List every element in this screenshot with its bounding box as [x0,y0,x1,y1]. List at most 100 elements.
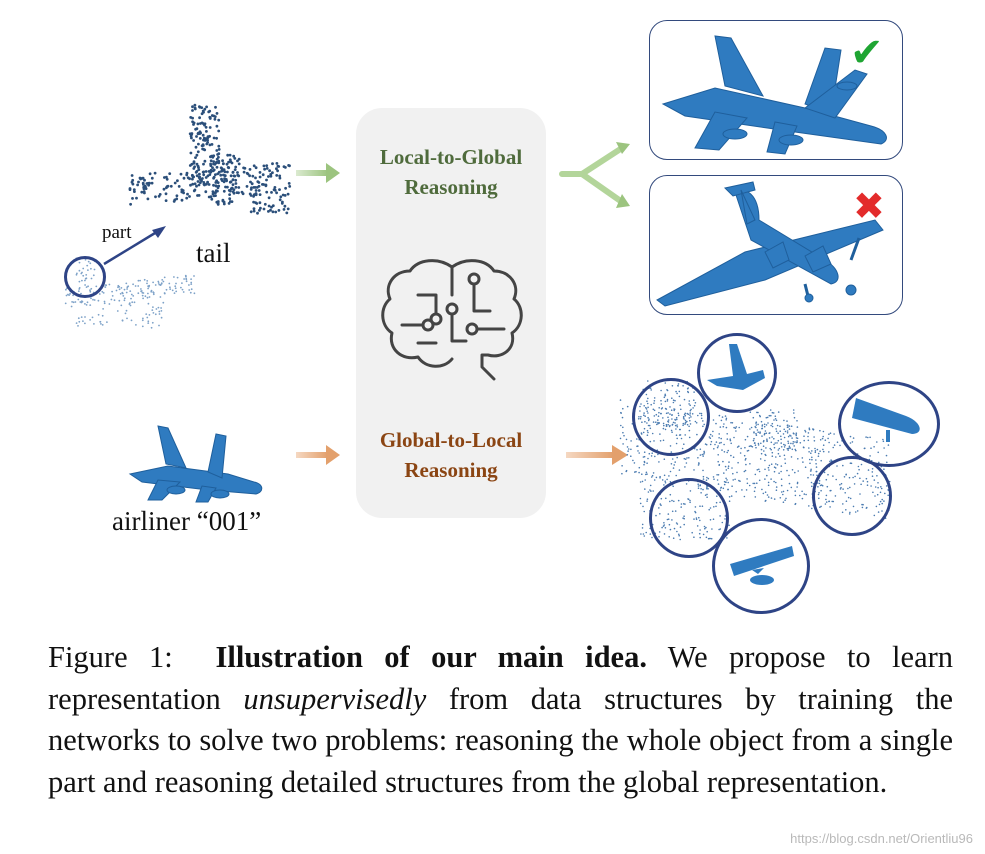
global-to-local-line2: Reasoning [404,458,498,482]
point [644,479,646,481]
point [146,280,149,282]
point [194,127,197,131]
point [711,435,714,437]
point [795,449,797,452]
point [625,438,628,441]
point [647,380,649,382]
point [160,310,163,312]
point [236,173,240,177]
point [196,164,200,168]
point [131,197,134,200]
point [186,176,190,180]
point [746,435,749,438]
point [647,457,649,460]
point [145,182,149,185]
point [819,429,821,432]
point [784,458,786,460]
point [787,440,789,443]
point [773,480,775,483]
point [131,178,135,182]
point [815,463,817,465]
point [206,180,209,184]
point [746,478,748,480]
point [787,449,789,451]
point [769,447,771,450]
point [767,422,769,424]
point [817,452,820,455]
point [634,471,636,473]
point [259,206,262,210]
point [171,289,174,292]
point [201,109,205,113]
point [195,162,199,166]
point [128,302,131,305]
point [196,150,200,154]
point [207,110,211,114]
point [174,285,177,288]
point [688,457,690,459]
point [84,316,86,318]
point [212,136,216,140]
watermark: https://blog.csdn.net/Orientliu96 [790,831,973,846]
point [258,193,262,196]
point [211,192,215,196]
point [774,442,776,444]
point [814,451,817,454]
point [142,297,144,300]
stabilizer-part-model [707,344,765,390]
point [227,160,230,164]
point [252,209,256,213]
point [150,326,153,329]
point [699,454,702,456]
point [123,297,126,300]
point [137,180,140,184]
point [760,448,763,451]
point [751,446,754,448]
point [263,167,266,171]
point [197,183,201,187]
point [203,123,206,127]
point [153,171,157,175]
point [234,182,238,185]
point [754,473,757,476]
point [165,177,169,181]
point [770,424,772,427]
point [142,292,145,294]
point [748,484,751,487]
point [150,181,154,185]
point [161,279,164,281]
point [169,184,173,188]
point [758,479,761,482]
caption-seg1: We propose to learn representation [48,640,954,716]
caption-prefix: Figure 1: [48,640,173,674]
point [788,447,791,449]
point [693,469,695,471]
point [206,138,209,142]
point [756,482,758,484]
point [198,175,202,179]
point [824,439,827,441]
point [128,187,132,190]
point [643,461,646,464]
point [804,431,807,433]
point [803,493,806,495]
point [75,322,78,324]
point [737,461,739,464]
point [703,453,705,455]
point [728,496,731,498]
point [116,310,119,312]
point [696,449,698,451]
point [757,444,760,446]
point [729,439,732,442]
point [727,465,730,467]
point [794,494,797,497]
point [736,446,739,448]
point [775,456,777,458]
point [777,449,780,451]
point [768,469,770,471]
point [702,475,705,478]
point [786,447,789,450]
point [726,479,728,481]
point [626,446,629,448]
figure-caption: Figure 1: Illustration of our main idea.… [48,637,953,803]
